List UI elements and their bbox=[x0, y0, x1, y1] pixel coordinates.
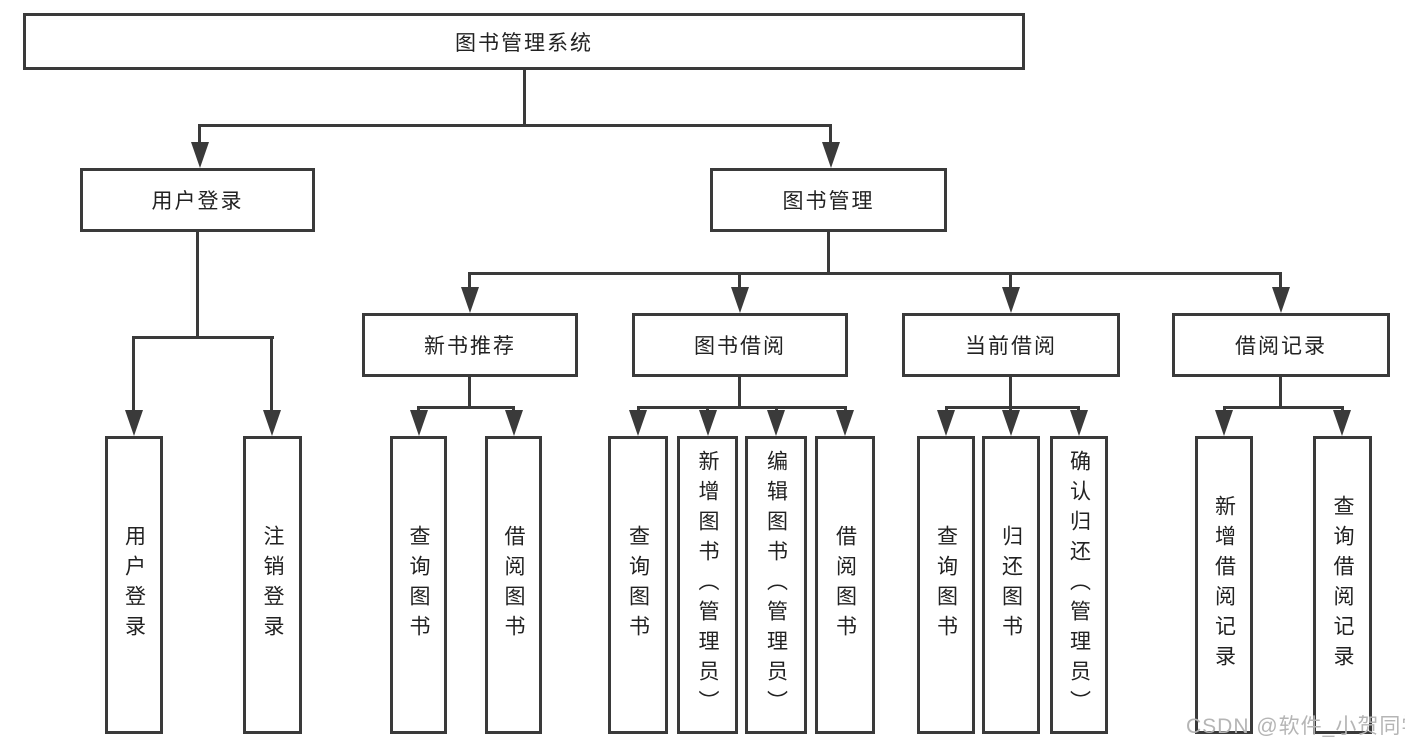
connector-line bbox=[1223, 406, 1344, 409]
arrow-down-icon bbox=[1215, 410, 1233, 436]
arrow-down-icon bbox=[505, 410, 523, 436]
csdn-watermark: CSDN @软件_小贺同学 bbox=[1186, 715, 1405, 738]
node-user-login-label: 用户登录 bbox=[151, 190, 244, 213]
leaf-query-book: 查询图书 bbox=[917, 436, 975, 734]
leaf-add-book-admin-label: 新增图书（管理员） bbox=[696, 450, 720, 720]
node-current-borrowing-label: 当前借阅 bbox=[965, 335, 1057, 358]
leaf-query-book-label: 查询图书 bbox=[626, 525, 650, 645]
connector-line bbox=[738, 377, 741, 406]
leaf-borrow-book-label: 借阅图书 bbox=[833, 525, 857, 645]
node-borrowing-records: 借阅记录 bbox=[1172, 313, 1390, 377]
connector-line bbox=[468, 272, 471, 290]
leaf-confirm-return-admin: 确认归还（管理员） bbox=[1050, 436, 1108, 734]
leaf-borrow-book: 借阅图书 bbox=[815, 436, 875, 734]
leaf-edit-book-admin-label: 编辑图书（管理员） bbox=[764, 450, 788, 720]
leaf-query-book-label: 查询图书 bbox=[407, 525, 431, 645]
connector-line bbox=[468, 377, 471, 406]
connector-line bbox=[132, 336, 274, 339]
node-book-borrowing: 图书借阅 bbox=[632, 313, 848, 377]
connector-line bbox=[827, 232, 830, 272]
node-new-book-recommendation: 新书推荐 bbox=[362, 313, 578, 377]
connector-line bbox=[1009, 272, 1012, 290]
leaf-borrow-book-label: 借阅图书 bbox=[502, 525, 526, 645]
connector-line bbox=[196, 232, 199, 336]
node-current-borrowing: 当前借阅 bbox=[902, 313, 1120, 377]
node-borrowing-records-label: 借阅记录 bbox=[1235, 335, 1327, 358]
node-new-book-recommendation-label: 新书推荐 bbox=[424, 335, 516, 358]
connector-line bbox=[738, 272, 741, 290]
leaf-return-book: 归还图书 bbox=[982, 436, 1040, 734]
leaf-add-borrow-record: 新增借阅记录 bbox=[1195, 436, 1253, 734]
arrow-down-icon bbox=[767, 410, 785, 436]
connector-line bbox=[198, 124, 201, 146]
leaf-return-book-label: 归还图书 bbox=[999, 525, 1023, 645]
leaf-logout-label: 注销登录 bbox=[261, 525, 285, 645]
connector-line bbox=[468, 272, 1282, 275]
arrow-down-icon bbox=[1002, 287, 1020, 313]
connector-line bbox=[1279, 377, 1282, 406]
leaf-borrow-book: 借阅图书 bbox=[485, 436, 542, 734]
node-book-management-label: 图书管理 bbox=[782, 190, 875, 213]
leaf-user-login-label: 用户登录 bbox=[122, 525, 146, 645]
connector-line bbox=[1009, 377, 1012, 406]
arrow-down-icon bbox=[1333, 410, 1351, 436]
leaf-query-book-label: 查询图书 bbox=[934, 525, 958, 645]
node-root: 图书管理系统 bbox=[23, 13, 1025, 70]
leaf-query-borrow-record-label: 查询借阅记录 bbox=[1331, 495, 1355, 675]
arrow-down-icon bbox=[1002, 410, 1020, 436]
leaf-query-book: 查询图书 bbox=[390, 436, 447, 734]
arrow-down-icon bbox=[699, 410, 717, 436]
connector-line bbox=[198, 124, 832, 127]
arrow-down-icon bbox=[1070, 410, 1088, 436]
arrow-down-icon bbox=[836, 410, 854, 436]
arrow-down-icon bbox=[629, 410, 647, 436]
leaf-query-borrow-record: 查询借阅记录 bbox=[1313, 436, 1372, 734]
arrow-down-icon bbox=[461, 287, 479, 313]
connector-line bbox=[637, 406, 846, 409]
leaf-add-borrow-record-label: 新增借阅记录 bbox=[1212, 495, 1236, 675]
leaf-edit-book-admin: 编辑图书（管理员） bbox=[745, 436, 807, 734]
node-book-management: 图书管理 bbox=[710, 168, 947, 232]
leaf-user-login: 用户登录 bbox=[105, 436, 163, 734]
connector-line bbox=[945, 406, 1080, 409]
arrow-down-icon bbox=[1272, 287, 1290, 313]
leaf-logout: 注销登录 bbox=[243, 436, 302, 734]
connector-line bbox=[270, 336, 273, 410]
node-book-borrowing-label: 图书借阅 bbox=[694, 335, 786, 358]
connector-line bbox=[1279, 272, 1282, 290]
connector-line bbox=[829, 124, 832, 146]
leaf-query-book: 查询图书 bbox=[608, 436, 668, 734]
node-root-label: 图书管理系统 bbox=[455, 31, 593, 55]
arrow-down-icon bbox=[822, 142, 840, 168]
arrow-down-icon bbox=[937, 410, 955, 436]
leaf-add-book-admin: 新增图书（管理员） bbox=[677, 436, 738, 734]
connector-line bbox=[132, 336, 135, 410]
connector-line bbox=[417, 406, 515, 409]
node-user-login: 用户登录 bbox=[80, 168, 315, 232]
arrow-down-icon bbox=[263, 410, 281, 436]
arrow-down-icon bbox=[125, 410, 143, 436]
arrow-down-icon bbox=[731, 287, 749, 313]
leaf-confirm-return-admin-label: 确认归还（管理员） bbox=[1067, 450, 1091, 720]
arrow-down-icon bbox=[410, 410, 428, 436]
arrow-down-icon bbox=[191, 142, 209, 168]
connector-line bbox=[523, 70, 526, 124]
